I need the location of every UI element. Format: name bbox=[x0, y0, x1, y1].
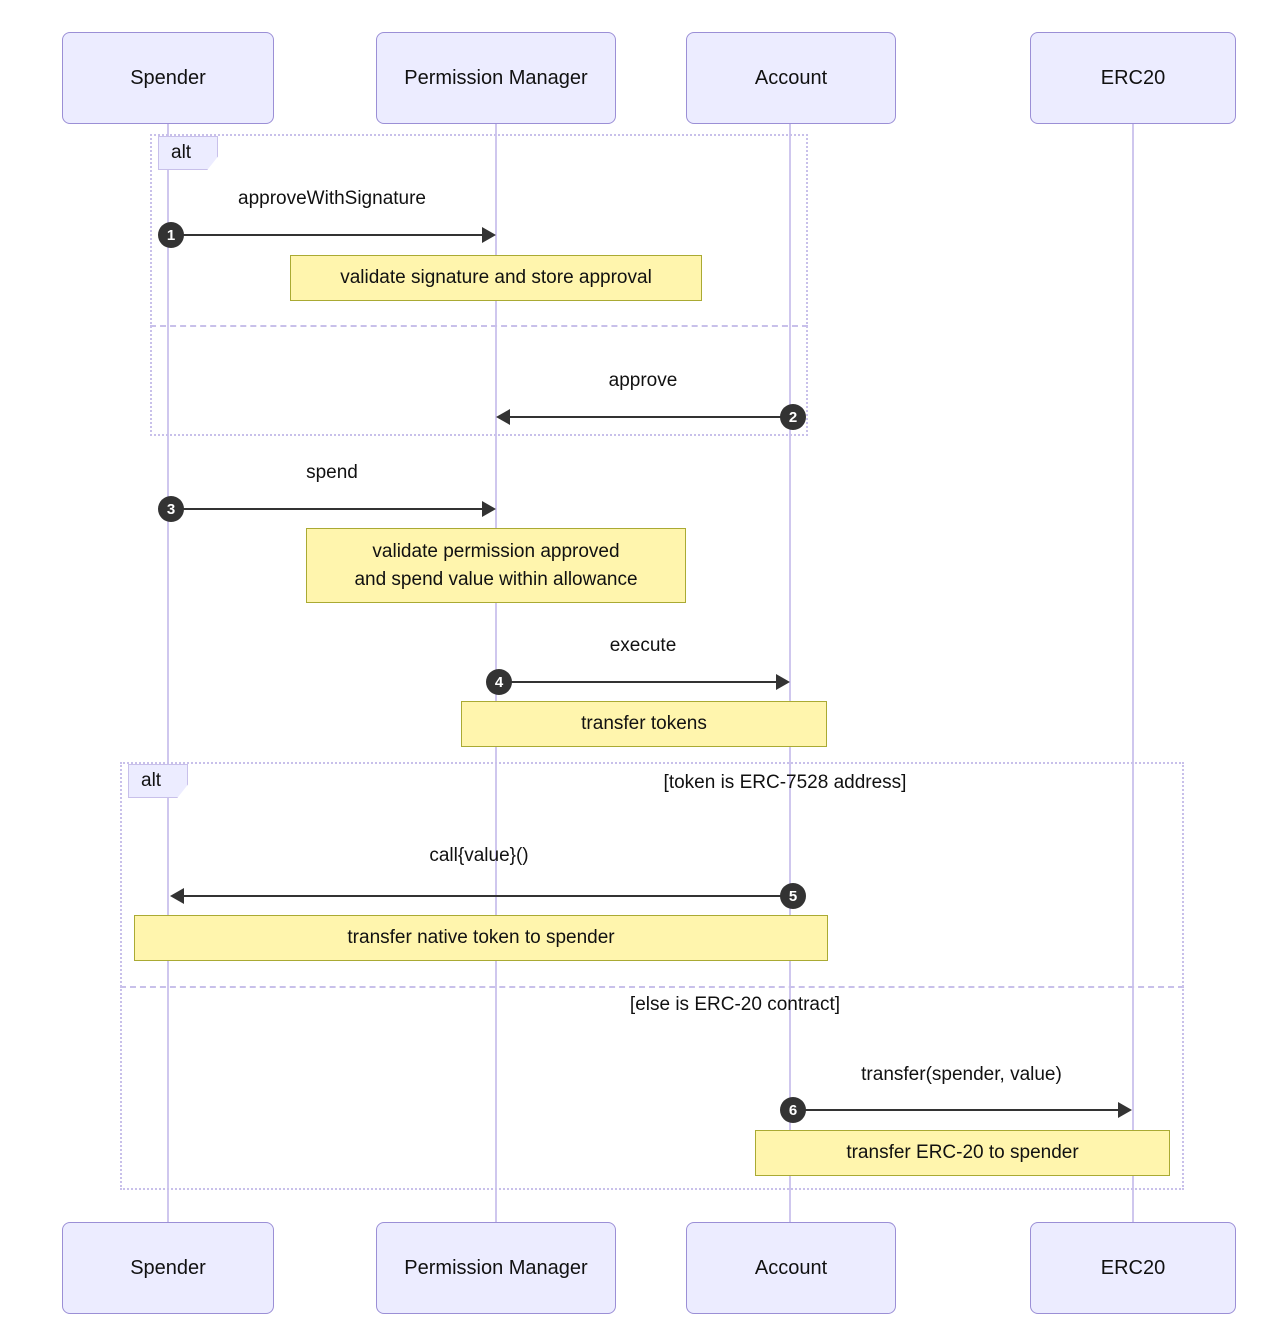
message-line-6 bbox=[802, 1109, 1120, 1111]
message-text: call{value}() bbox=[429, 845, 529, 866]
badge-number: 2 bbox=[788, 408, 798, 426]
participant-label: Account bbox=[754, 66, 828, 89]
lifeline-spender bbox=[167, 118, 169, 1238]
message-label-6: transfer(spender, value) bbox=[790, 1064, 1133, 1086]
lifeline-erc20 bbox=[1132, 118, 1134, 1238]
alt-divider-token-type bbox=[120, 986, 1184, 988]
sequence-badge-6: 6 bbox=[780, 1097, 806, 1123]
alt-block-token-type bbox=[120, 762, 1184, 1190]
message-line-1 bbox=[180, 234, 488, 236]
alt-block-approval bbox=[150, 134, 808, 436]
participant-permission-manager-top[interactable]: Permission Manager bbox=[376, 32, 616, 124]
badge-number: 3 bbox=[166, 500, 176, 518]
note-text: validate signature and store approval bbox=[340, 267, 652, 288]
alt-condition-text: [else is ERC-20 contract] bbox=[629, 994, 841, 1015]
arrow-head-2 bbox=[496, 409, 510, 425]
sequence-badge-5: 5 bbox=[780, 883, 806, 909]
alt-label-text: alt bbox=[171, 142, 192, 163]
arrow-head-3 bbox=[482, 501, 496, 517]
alt-condition-text: [token is ERC-7528 address] bbox=[663, 772, 907, 793]
message-text: approve bbox=[608, 370, 678, 391]
message-text: execute bbox=[609, 635, 677, 656]
alt-label-text: alt bbox=[141, 770, 162, 791]
participant-permission-manager-bottom[interactable]: Permission Manager bbox=[376, 1222, 616, 1314]
message-line-4 bbox=[508, 681, 782, 683]
message-label-5: call{value}() bbox=[168, 845, 790, 867]
message-text: spend bbox=[306, 462, 358, 483]
note-text: transfer tokens bbox=[581, 713, 707, 734]
sequence-badge-1: 1 bbox=[158, 222, 184, 248]
note-transfer-native-token: transfer native token to spender bbox=[134, 915, 828, 961]
sequence-badge-2: 2 bbox=[780, 404, 806, 430]
sequence-badge-4: 4 bbox=[486, 669, 512, 695]
participant-label: Permission Manager bbox=[404, 1256, 588, 1279]
message-line-5 bbox=[180, 895, 782, 897]
message-label-4: execute bbox=[496, 635, 790, 657]
participant-label: Permission Manager bbox=[404, 66, 588, 89]
alt-label-token-type: alt bbox=[128, 764, 189, 798]
participant-label: Spender bbox=[130, 1256, 206, 1279]
note-transfer-erc20: transfer ERC-20 to spender bbox=[755, 1130, 1170, 1176]
participant-account-bottom[interactable]: Account bbox=[686, 1222, 896, 1314]
arrow-head-1 bbox=[482, 227, 496, 243]
participant-spender-bottom[interactable]: Spender bbox=[62, 1222, 274, 1314]
participant-spender-top[interactable]: Spender bbox=[62, 32, 274, 124]
participant-label: ERC20 bbox=[1100, 66, 1166, 89]
message-line-2 bbox=[504, 416, 782, 418]
lifeline-account bbox=[789, 118, 791, 1238]
note-text: transfer ERC-20 to spender bbox=[846, 1142, 1079, 1163]
alt-label-approval: alt bbox=[158, 136, 219, 170]
badge-number: 1 bbox=[166, 226, 176, 244]
arrow-head-4 bbox=[776, 674, 790, 690]
participant-erc20-top[interactable]: ERC20 bbox=[1030, 32, 1236, 124]
participant-label: ERC20 bbox=[1100, 1256, 1166, 1279]
note-validate-permission: validate permission approved and spend v… bbox=[306, 528, 686, 603]
alt-divider-approval bbox=[150, 325, 808, 327]
message-label-1: approveWithSignature bbox=[168, 188, 496, 210]
note-validate-signature: validate signature and store approval bbox=[290, 255, 702, 301]
note-text: transfer native token to spender bbox=[347, 927, 615, 948]
participant-label: Spender bbox=[130, 66, 206, 89]
message-text: approveWithSignature bbox=[238, 188, 426, 209]
participant-erc20-bottom[interactable]: ERC20 bbox=[1030, 1222, 1236, 1314]
participant-label: Account bbox=[754, 1256, 828, 1279]
badge-number: 6 bbox=[788, 1101, 798, 1119]
note-text-line1: validate permission approved bbox=[372, 540, 620, 562]
message-label-2: approve bbox=[496, 370, 790, 392]
arrow-head-6 bbox=[1118, 1102, 1132, 1118]
message-label-3: spend bbox=[168, 462, 496, 484]
sequence-badge-3: 3 bbox=[158, 496, 184, 522]
badge-number: 5 bbox=[788, 887, 798, 905]
note-text-line2: and spend value within allowance bbox=[354, 568, 638, 590]
message-text: transfer(spender, value) bbox=[861, 1064, 1062, 1085]
arrow-head-5 bbox=[170, 888, 184, 904]
note-transfer-tokens: transfer tokens bbox=[461, 701, 827, 747]
message-line-3 bbox=[180, 508, 488, 510]
participant-account-top[interactable]: Account bbox=[686, 32, 896, 124]
alt-condition-erc7528: [token is ERC-7528 address] bbox=[390, 772, 1180, 794]
badge-number: 4 bbox=[494, 673, 504, 691]
alt-condition-erc20: [else is ERC-20 contract] bbox=[340, 994, 1130, 1016]
